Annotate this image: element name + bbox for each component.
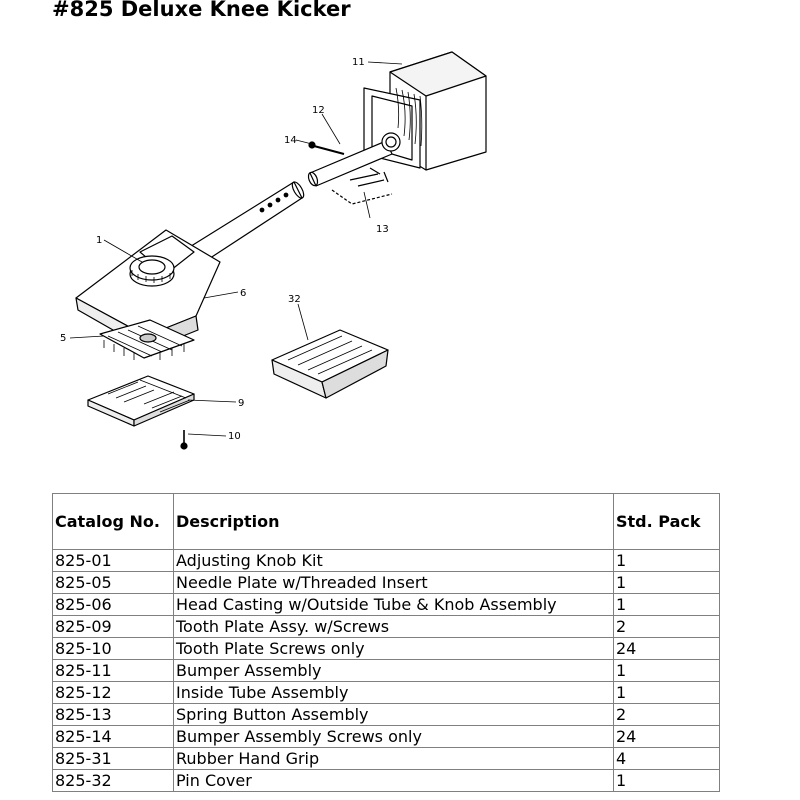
- cell-std-pack: 2: [613, 703, 720, 726]
- cell-description: Adjusting Knob Kit: [173, 549, 614, 572]
- table-row: 825-09 Tooth Plate Assy. w/Screws 2: [52, 615, 720, 638]
- cell-catalog-no: 825-31: [52, 747, 174, 770]
- callout-13: 13: [376, 224, 389, 235]
- header-std-pack: Std. Pack: [613, 493, 720, 550]
- parts-table: Catalog No. Description Std. Pack 825-01…: [52, 493, 720, 792]
- inside-tube-drawing: [307, 132, 401, 187]
- needle-plate-drawing: [99, 319, 195, 360]
- callout-5: 5: [60, 333, 66, 344]
- cell-catalog-no: 825-10: [52, 637, 174, 660]
- table-row: 825-14 Bumper Assembly Screws only 24: [52, 725, 720, 748]
- table-row: 825-06 Head Casting w/Outside Tube & Kno…: [52, 593, 720, 616]
- cell-std-pack: 1: [613, 681, 720, 704]
- cell-catalog-no: 825-13: [52, 703, 174, 726]
- bumper-screw-drawing: [308, 141, 345, 155]
- cell-std-pack: 2: [613, 615, 720, 638]
- table-row: 825-01 Adjusting Knob Kit 1: [52, 549, 720, 572]
- cell-description: Inside Tube Assembly: [173, 681, 614, 704]
- cell-description: Bumper Assembly Screws only: [173, 725, 614, 748]
- table-row: 825-31 Rubber Hand Grip 4: [52, 747, 720, 770]
- bumper-assembly-drawing: [363, 51, 487, 171]
- cell-description: Tooth Plate Assy. w/Screws: [173, 615, 614, 638]
- cell-catalog-no: 825-12: [52, 681, 174, 704]
- table-row: 825-32 Pin Cover 1: [52, 769, 720, 792]
- callout-32: 32: [288, 294, 301, 305]
- callout-1: 1: [96, 235, 102, 246]
- callout-12: 12: [312, 105, 325, 116]
- callout-9: 9: [238, 398, 244, 409]
- cell-description: Bumper Assembly: [173, 659, 614, 682]
- callout-leaders: [69, 61, 403, 437]
- cell-catalog-no: 825-01: [52, 549, 174, 572]
- pin-cover-drawing: [271, 329, 389, 399]
- cell-std-pack: 4: [613, 747, 720, 770]
- cell-std-pack: 24: [613, 725, 720, 748]
- cell-catalog-no: 825-14: [52, 725, 174, 748]
- header-catalog-no: Catalog No.: [52, 493, 174, 550]
- callout-6: 6: [240, 288, 246, 299]
- callout-11: 11: [352, 57, 365, 68]
- cell-std-pack: 1: [613, 571, 720, 594]
- cell-std-pack: 24: [613, 637, 720, 660]
- cell-std-pack: 1: [613, 659, 720, 682]
- adjusting-knob-drawing: [129, 255, 175, 287]
- spring-button-drawing: [331, 167, 393, 205]
- cell-description: Spring Button Assembly: [173, 703, 614, 726]
- cell-catalog-no: 825-11: [52, 659, 174, 682]
- cell-description: Needle Plate w/Threaded Insert: [173, 571, 614, 594]
- cell-std-pack: 1: [613, 549, 720, 572]
- table-row: 825-11 Bumper Assembly 1: [52, 659, 720, 682]
- cell-description: Pin Cover: [173, 769, 614, 792]
- cell-catalog-no: 825-09: [52, 615, 174, 638]
- callout-10: 10: [228, 431, 241, 442]
- cell-catalog-no: 825-06: [52, 593, 174, 616]
- tooth-plate-drawing: [87, 375, 195, 427]
- tooth-plate-screw-drawing: [180, 430, 188, 450]
- page-title: #825 Deluxe Knee Kicker: [52, 0, 351, 21]
- table-row: 825-10 Tooth Plate Screws only 24: [52, 637, 720, 660]
- cell-catalog-no: 825-32: [52, 769, 174, 792]
- cell-std-pack: 1: [613, 593, 720, 616]
- header-description: Description: [173, 493, 614, 550]
- cell-description: Rubber Hand Grip: [173, 747, 614, 770]
- cell-catalog-no: 825-05: [52, 571, 174, 594]
- cell-std-pack: 1: [613, 769, 720, 792]
- cell-description: Tooth Plate Screws only: [173, 637, 614, 660]
- table-header-row: Catalog No. Description Std. Pack: [52, 493, 720, 550]
- table-row: 825-05 Needle Plate w/Threaded Insert 1: [52, 571, 720, 594]
- outside-tube-drawing: [187, 181, 305, 267]
- exploded-parts-diagram: 11 12 14 13 1 6 5 9 10 32: [60, 51, 487, 450]
- cell-description: Head Casting w/Outside Tube & Knob Assem…: [173, 593, 614, 616]
- table-row: 825-12 Inside Tube Assembly 1: [52, 681, 720, 704]
- table-row: 825-13 Spring Button Assembly 2: [52, 703, 720, 726]
- callout-14: 14: [284, 135, 297, 146]
